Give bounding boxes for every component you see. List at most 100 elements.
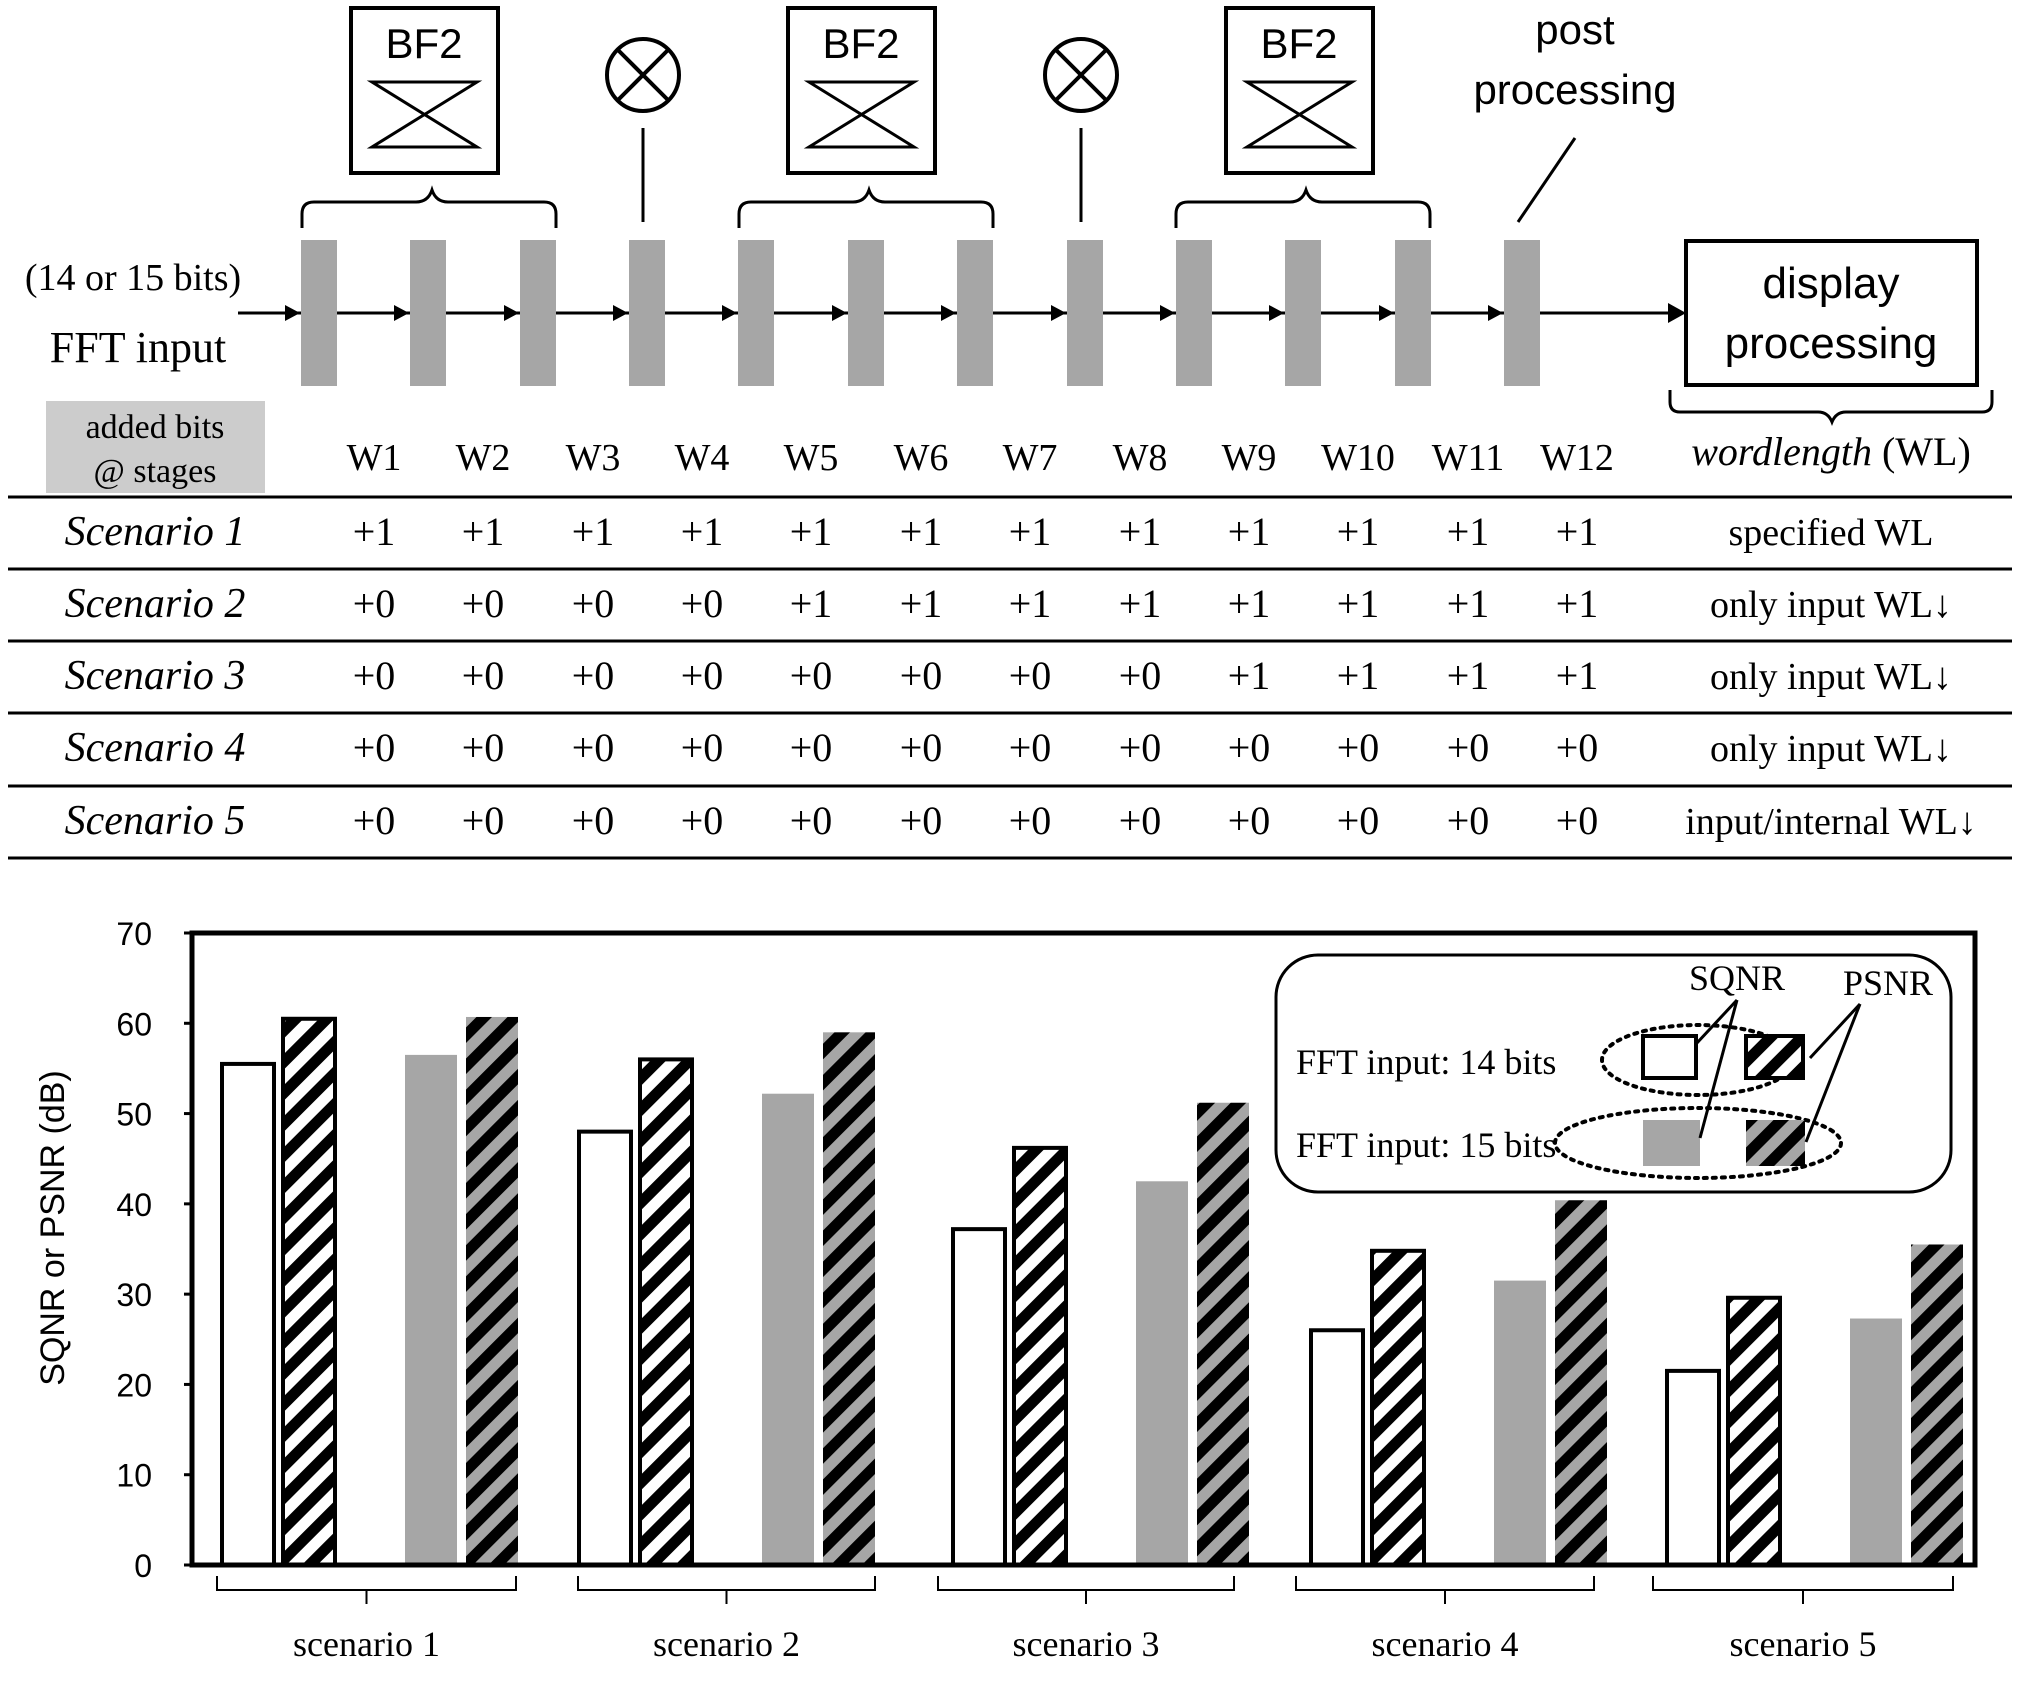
wordlength-brace (1668, 390, 1994, 427)
scenario-name: Scenario 2 (65, 581, 246, 627)
stage-header-w9: W9 (1222, 437, 1277, 479)
added-bits-cell: +1 (1119, 581, 1162, 626)
bar-psnr-14bit-s4 (1370, 1248, 1426, 1567)
added-bits-cell: +0 (1447, 798, 1490, 843)
butterfly-icon (366, 80, 483, 149)
scenario-name: Scenario 5 (65, 798, 246, 844)
added-bits-cell: +1 (1447, 653, 1490, 698)
added-bits-cell: +1 (900, 581, 943, 626)
butterfly-label: BF2 (385, 20, 462, 67)
category-label: scenario 4 (1372, 1624, 1519, 1664)
added-bits-cell: +1 (1556, 509, 1599, 554)
added-bits-cell: +0 (353, 798, 396, 843)
scenario-name: Scenario 1 (65, 509, 246, 555)
legend-swatch-sqnr-14 (1641, 1034, 1698, 1080)
bar-psnr-14bit-s1 (281, 1016, 337, 1567)
post-processing-label-2: processing (1473, 66, 1676, 113)
added-bits-cell: +1 (1009, 581, 1052, 626)
added-bits-cell: +1 (790, 509, 833, 554)
arrowhead (504, 305, 519, 321)
added-bits-cell: +0 (790, 653, 833, 698)
added-bits-cell: +0 (681, 725, 724, 770)
added-bits-cell: +0 (1119, 653, 1162, 698)
legend-pointer-lines (1694, 998, 1862, 1143)
wordlength-note: specified WL (1728, 512, 1933, 554)
added-bits-cell: +0 (900, 798, 943, 843)
added-bits-cell: +1 (1447, 509, 1490, 554)
display-processing-label-1: display (1763, 259, 1900, 308)
butterfly-braces (300, 185, 1432, 228)
arrowhead (1269, 305, 1284, 321)
bar-sqnr-14bit-s3 (951, 1227, 1007, 1567)
stage-header-w11: W11 (1432, 437, 1504, 479)
added-bits-cell: +1 (790, 581, 833, 626)
stage-header-w7: W7 (1003, 437, 1058, 479)
added-bits-cell: +1 (1119, 509, 1162, 554)
stage-header-w5: W5 (784, 437, 839, 479)
butterfly-block-1: BF2 (349, 6, 500, 175)
legend-psnr-label: PSNR (1843, 963, 1933, 1003)
register-w10 (1285, 240, 1321, 386)
added-bits-cell: +0 (681, 798, 724, 843)
register-w3 (520, 240, 556, 386)
arrowhead (941, 305, 956, 321)
category-bracket (937, 1576, 1235, 1604)
wordlength-note: only input WL↓ (1710, 728, 1952, 770)
added-bits-cell: +1 (1556, 653, 1599, 698)
input-bits-label: (14 or 15 bits) (25, 257, 241, 299)
y-tick-label: 30 (116, 1277, 152, 1313)
added-bits-cell: +0 (1447, 725, 1490, 770)
arrowhead (285, 305, 300, 321)
added-bits-cell: +0 (1009, 798, 1052, 843)
legend-sqnr-label: SQNR (1689, 958, 1785, 998)
plot-frame (189, 930, 1978, 1568)
added-bits-cell: +1 (1337, 509, 1380, 554)
added-bits-cell: +0 (790, 725, 833, 770)
display-processing-label-2: processing (1725, 319, 1938, 368)
pipeline-registers (301, 240, 1540, 386)
bar-sqnr-15bit-s3 (1136, 1181, 1188, 1565)
added-bits-cell: +0 (572, 725, 615, 770)
added-bits-header-2: @ stages (94, 453, 217, 490)
post-processing-label-1: post (1535, 6, 1615, 53)
added-bits-cell: +0 (1119, 725, 1162, 770)
arrowhead (613, 305, 628, 321)
added-bits-cell: +1 (1009, 509, 1052, 554)
added-bits-cell: +0 (900, 725, 943, 770)
added-bits-cell: +1 (1228, 653, 1271, 698)
stage-header-w2: W2 (456, 437, 511, 479)
scenario-name: Scenario 3 (65, 653, 246, 699)
register-w7 (957, 240, 993, 386)
bar-sqnr-15bit-s4 (1494, 1280, 1546, 1565)
fft-pipeline-diagram: (14 or 15 bits) FFT input BF2 BF2 BF2 (25, 6, 1994, 427)
y-tick-label: 60 (116, 1006, 152, 1042)
bar-sqnr-15bit-s1 (405, 1054, 457, 1565)
arrowhead (1488, 305, 1503, 321)
arrowhead (722, 305, 737, 321)
butterfly-label: BF2 (822, 20, 899, 67)
y-axis-label: SQNR or PSNR (dB) (34, 1070, 72, 1386)
added-bits-cell: +1 (462, 509, 505, 554)
arrowhead (1379, 305, 1394, 321)
arrowhead (832, 305, 847, 321)
added-bits-cell: +0 (790, 798, 833, 843)
stage-header-w10: W10 (1321, 437, 1395, 479)
butterfly-block-3: BF2 (1224, 6, 1375, 175)
register-w12 (1504, 240, 1540, 386)
added-bits-cell: +0 (1228, 725, 1271, 770)
table-rows: Scenario 1 +1 +1 +1 +1 +1 +1 +1 +1 +1 +1 +1 +1 specif… (65, 509, 1977, 844)
wordlength-header: wordlength (WL) (1691, 429, 1971, 474)
butterfly-icon (1241, 80, 1358, 149)
added-bits-cell: +0 (1556, 725, 1599, 770)
bar-psnr-14bit-s2 (638, 1057, 694, 1568)
stage-header-w12: W12 (1540, 437, 1614, 479)
category-label: scenario 3 (1013, 1624, 1160, 1664)
added-bits-cell: +1 (1228, 509, 1271, 554)
bar-psnr-14bit-s3 (1012, 1145, 1068, 1567)
